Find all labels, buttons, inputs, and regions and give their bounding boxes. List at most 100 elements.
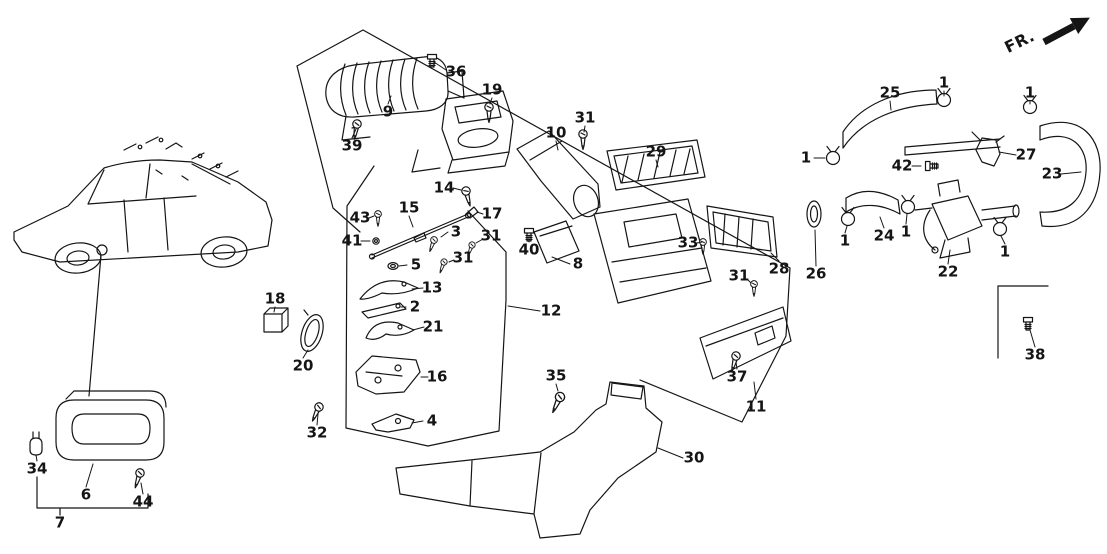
part-label-1: 1 (839, 231, 851, 250)
part-label-9: 9 (382, 102, 394, 121)
part-label-4: 4 (426, 411, 438, 430)
duct-10 (516, 130, 601, 220)
hook-bracket-21 (365, 321, 415, 340)
control-rod-15 (368, 212, 472, 260)
bracket-13 (359, 280, 419, 300)
heater-unit (533, 198, 712, 304)
screw-14-icon (460, 185, 475, 208)
clip-34 (29, 431, 43, 456)
screw-31c-icon (436, 257, 449, 275)
part-label-25: 25 (879, 83, 901, 102)
part-label-28: 28 (768, 259, 790, 278)
cube-18 (263, 307, 289, 333)
part-label-32: 32 (306, 423, 328, 442)
interior-clip-sketches (123, 136, 239, 181)
parts-cluster-12 (263, 165, 507, 447)
part-label-7: 7 (54, 513, 66, 532)
corrugated-duct-9 (325, 56, 465, 141)
part-label-38: 38 (1024, 345, 1046, 364)
water-hose-25 (842, 89, 938, 149)
plate-20 (300, 309, 324, 352)
part-label-40: 40 (518, 240, 540, 259)
screw-3-icon (426, 235, 439, 254)
screw-43-icon (374, 210, 382, 227)
part-label-43: 43 (349, 208, 371, 227)
part-label-27: 27 (1015, 145, 1037, 164)
bracket-plate-16 (355, 355, 421, 395)
floor-duct-30 (395, 381, 663, 539)
vent-grille-29 (606, 139, 706, 191)
part-label-18: 18 (264, 289, 286, 308)
screw-35-icon (547, 390, 567, 416)
assembly-7-bracket (36, 476, 149, 516)
part-label-31: 31 (574, 108, 596, 127)
part-label-35: 35 (545, 366, 567, 385)
hoses-and-valve (806, 89, 1101, 359)
defroster-garnish-11 (699, 306, 792, 380)
cluster-boundary (345, 165, 507, 447)
water-valve-22 (914, 179, 1020, 259)
leader-lines (35, 61, 1082, 495)
part-label-22: 22 (937, 262, 959, 281)
screw-33-icon (699, 238, 707, 255)
part-label-15: 15 (398, 198, 420, 217)
part-label-3: 3 (450, 222, 462, 241)
part-label-31: 31 (480, 226, 502, 245)
instrument-panel (296, 29, 792, 423)
part-label-26: 26 (805, 264, 827, 283)
clamp-1f-icon (992, 216, 1008, 237)
part-label-24: 24 (873, 226, 895, 245)
part-label-34: 34 (26, 459, 48, 478)
part-label-19: 19 (481, 80, 503, 99)
grommet-5-icon (387, 262, 399, 270)
heater-blower-unit (29, 390, 167, 516)
grommet-26 (806, 200, 822, 228)
bracket-4 (371, 413, 415, 433)
side-vent-28 (706, 205, 778, 258)
screw-44-icon (130, 467, 146, 490)
part-label-13: 13 (421, 278, 443, 297)
part-label-1: 1 (900, 222, 912, 241)
bracket-lines-38 (997, 285, 1049, 359)
part-label-16: 16 (426, 367, 448, 386)
part-label-1: 1 (938, 73, 950, 92)
part-label-23: 23 (1041, 164, 1063, 183)
part-label-6: 6 (80, 485, 92, 504)
bolt-38-icon (1022, 316, 1034, 331)
nut-41-icon (372, 237, 380, 245)
pipe-clip-27 (971, 131, 1005, 167)
part-label-1: 1 (999, 242, 1011, 261)
fr-arrow-icon (1042, 17, 1090, 46)
bracket-2 (361, 302, 407, 319)
part-label-30: 30 (683, 448, 705, 467)
clip-17 (465, 206, 479, 219)
clamp-1e-icon (900, 194, 916, 215)
clamp-1c-icon (825, 145, 841, 166)
bolt-42-icon (924, 160, 939, 172)
part-label-20: 20 (292, 356, 314, 375)
part-label-10: 10 (545, 123, 567, 142)
screw-31d-icon (750, 280, 758, 297)
part-label-36: 36 (445, 62, 467, 81)
part-label-33: 33 (677, 233, 699, 252)
part-label-1: 1 (800, 148, 812, 167)
car-to-heater-leader (88, 254, 102, 397)
part-label-42: 42 (891, 156, 913, 175)
car-outline (13, 136, 273, 397)
part-label-21: 21 (422, 317, 444, 336)
part-label-12: 12 (540, 301, 562, 320)
grommet-on-car (96, 244, 108, 256)
bolt-36-icon (426, 53, 438, 68)
part-label-17: 17 (481, 204, 503, 223)
water-hose-24 (845, 190, 901, 215)
part-label-14: 14 (433, 178, 455, 197)
part-label-5: 5 (410, 255, 422, 274)
part-label-11: 11 (745, 397, 767, 416)
part-label-41: 41 (341, 231, 363, 250)
part-label-8: 8 (572, 254, 584, 273)
heater-pipes (904, 138, 1001, 156)
part-label-39: 39 (341, 136, 363, 155)
part-label-29: 29 (645, 142, 667, 161)
part-label-1: 1 (1024, 83, 1036, 102)
